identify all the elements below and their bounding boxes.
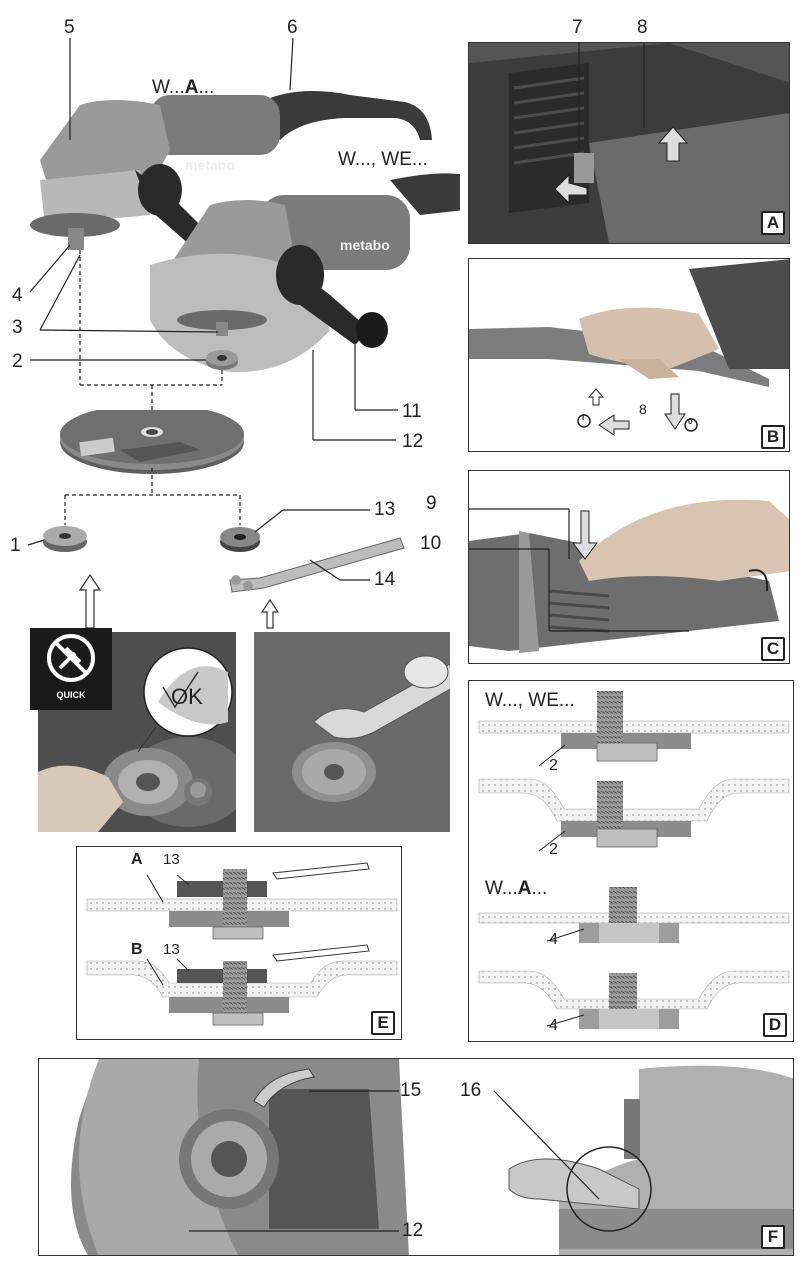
- wrench-photo: [254, 632, 450, 832]
- panel-e: A 13 B 13 E: [76, 846, 402, 1040]
- model-wa-bold: A: [184, 77, 199, 98]
- callout-2: 2: [12, 351, 23, 372]
- panel-b: 8 I 0 B: [468, 258, 790, 452]
- grinders-drawing: metabo metabo: [29, 37, 465, 441]
- disc-and-flanges: [0, 404, 460, 630]
- cutting-disc: [60, 404, 244, 474]
- callout-4: 4: [12, 285, 23, 306]
- panel-d-cross-sections: [478, 691, 790, 1029]
- panel-c: C: [468, 470, 790, 664]
- model-wa-prefix: W...: [152, 77, 185, 98]
- quick-badge: QUICK: [30, 628, 112, 710]
- panel-e-callout-13a: 13: [163, 851, 180, 868]
- panel-e-label-a: A: [131, 851, 143, 868]
- panel-d-model-top: W..., WE...: [485, 690, 575, 711]
- callout-5: 5: [64, 17, 75, 38]
- panel-f-drawing: [39, 1059, 793, 1255]
- panel-b-callout-8: 8: [639, 401, 647, 417]
- callout-1: 1: [10, 535, 21, 556]
- ok-label: OK: [171, 684, 203, 709]
- quick-label: QUICK: [56, 690, 86, 700]
- grinder-w-we: metabo: [150, 173, 465, 373]
- no-tool-icon: [47, 634, 95, 682]
- panel-e-cross-sections: [86, 862, 398, 1026]
- callout-8: 8: [637, 17, 648, 38]
- callout-15: 15: [400, 1080, 422, 1101]
- panel-d-model-prefix: W...: [485, 878, 518, 899]
- callout-7: 7: [572, 17, 583, 38]
- grinders-illustration: metabo metabo: [0, 0, 465, 470]
- panel-c-tag: C: [761, 637, 785, 661]
- panel-d-callout-4a: 4: [549, 931, 558, 948]
- panel-f-tag: F: [761, 1225, 785, 1249]
- callout-11: 11: [402, 401, 422, 422]
- callout-10: 10: [420, 533, 442, 554]
- panel-d-model-bottom: W...A...: [485, 879, 547, 898]
- off-symbol: 0: [688, 417, 693, 426]
- model-wa-suffix: ...: [198, 77, 215, 98]
- model-label-wa: W...A...: [152, 78, 214, 97]
- panel-d-callout-4b: 4: [549, 1017, 558, 1034]
- model-label-w-we: W..., WE...: [338, 149, 428, 170]
- callout-12: 12: [402, 431, 424, 452]
- grinder-wa: metabo: [30, 91, 432, 250]
- panel-a-tag: A: [761, 211, 785, 235]
- brand-logo-2: metabo: [340, 237, 390, 253]
- panel-e-label-b: B: [131, 941, 143, 958]
- panel-f: F: [38, 1058, 794, 1256]
- panel-d-callout-2a: 2: [549, 757, 558, 774]
- callout-6: 6: [287, 17, 298, 38]
- callout-13: 13: [374, 499, 396, 520]
- brand-logo-1: metabo: [185, 157, 235, 173]
- panel-d: W..., WE... W...A...: [468, 680, 794, 1042]
- panel-e-callout-13b: 13: [163, 941, 180, 958]
- callout-12-f: 12: [402, 1220, 424, 1241]
- callout-16: 16: [460, 1080, 482, 1101]
- panel-e-tag: E: [371, 1011, 395, 1035]
- panel-d-callout-2b: 2: [549, 841, 558, 858]
- on-symbol: I: [582, 413, 585, 422]
- panel-d-tag: D: [763, 1013, 787, 1037]
- panel-d-model-suffix: ...: [531, 878, 548, 899]
- panel-b-tag: B: [761, 425, 785, 449]
- callout-14: 14: [374, 569, 396, 590]
- panel-d-model-bold: A: [517, 878, 532, 899]
- callout-9: 9: [426, 493, 437, 514]
- callout-3: 3: [12, 317, 23, 338]
- panel-a: A: [468, 42, 790, 244]
